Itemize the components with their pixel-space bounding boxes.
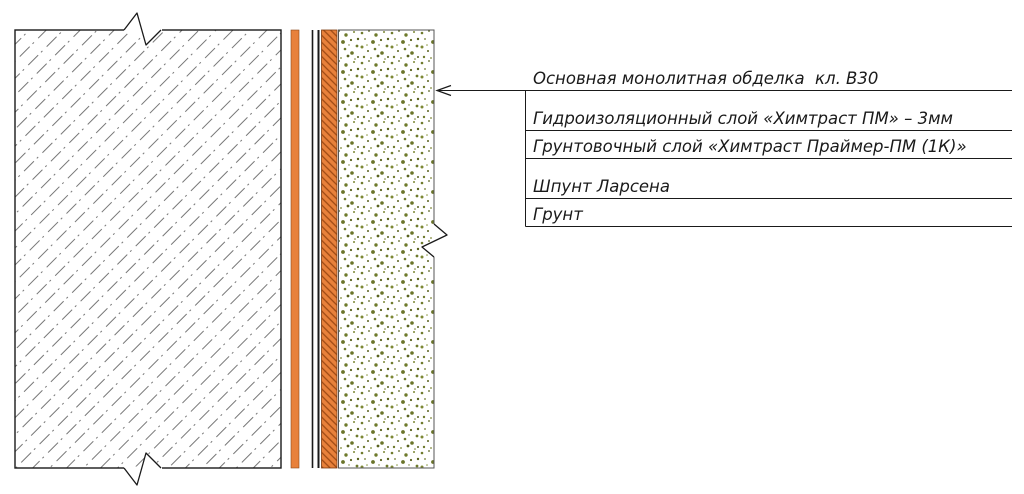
callout-label-concrete: Основная монолитная обделка кл. В30 [533,69,878,88]
break-mark-bottom [123,452,162,486]
callout-label-soil: Грунт [533,205,583,224]
break-mark-soil-edge [421,223,448,258]
break-mark-top [123,12,162,46]
callout-label-sheet-pile: Шпунт Ларсена [533,177,670,196]
concrete-lining-section [14,29,282,469]
callout-label-waterproofing: Гидроизоляционный слой «Химтраст ПМ» – 3… [533,109,953,128]
soil-section [338,29,435,469]
leader-arrowhead-icon [435,84,452,97]
waterproofing-band [321,29,338,469]
callout-block: Основная монолитная обделка кл. В30 Гидр… [435,69,1012,227]
callout-label-primer: Грунтовочный слой «Химтраст Праймер-ПМ (… [533,137,967,156]
primer-layer-stripe [290,29,300,469]
section-view [14,12,448,486]
